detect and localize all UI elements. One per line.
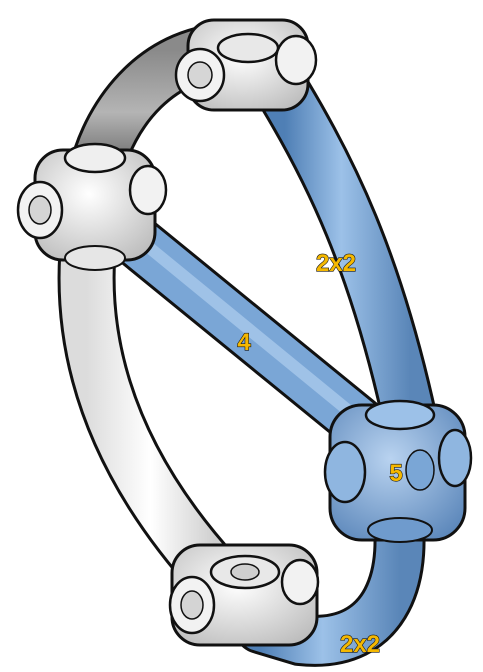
bottom-connector	[170, 545, 318, 645]
left-connector	[18, 144, 166, 270]
label-top-right-tube: 2x2	[316, 250, 356, 277]
label-bottom-curved-tube: 2x2	[340, 631, 380, 658]
label-center-connector: 5	[389, 460, 402, 487]
top-connector	[176, 20, 316, 110]
label-diagonal-tube: 4	[237, 329, 251, 356]
